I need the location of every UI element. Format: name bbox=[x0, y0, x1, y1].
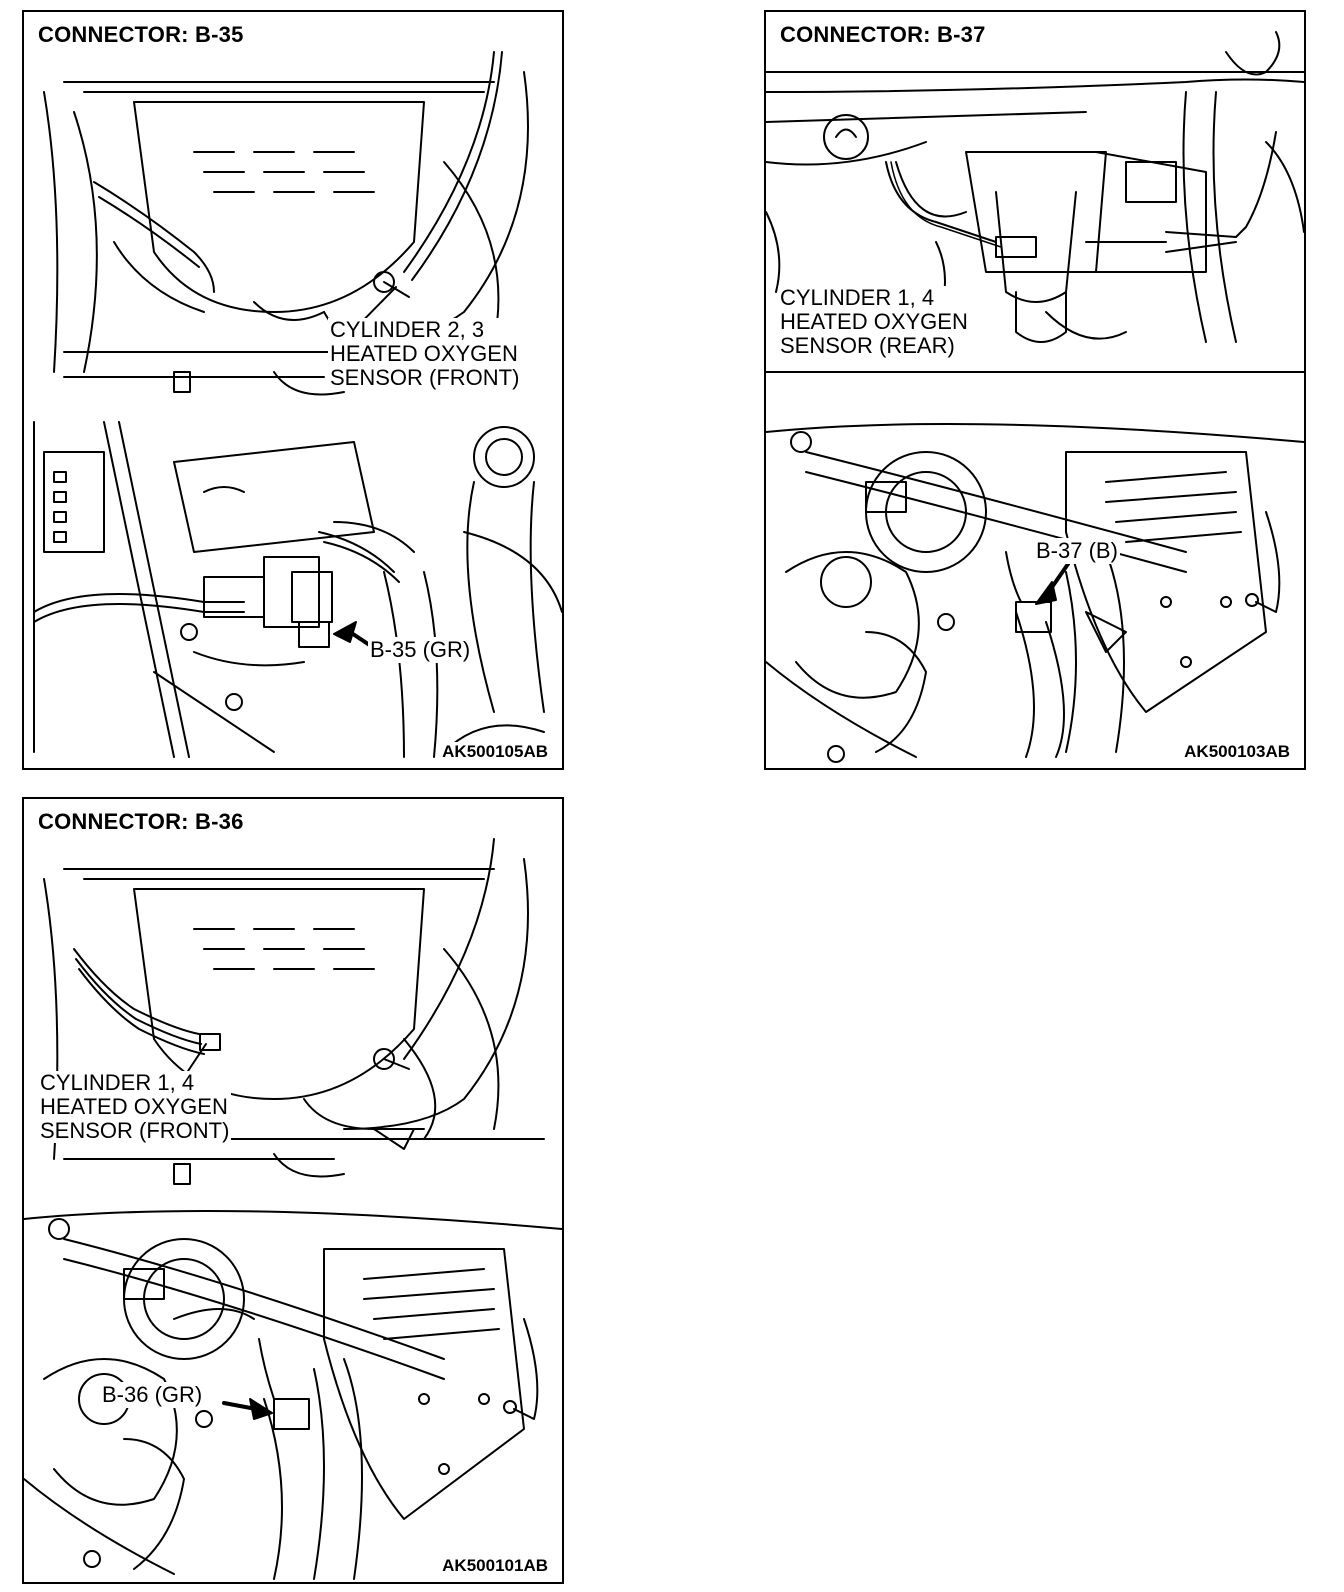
b35-sensor-label: CYLINDER 2, 3 HEATED OXYGEN SENSOR (FRON… bbox=[328, 317, 522, 390]
b37-figure-code: AK500103AB bbox=[1182, 742, 1292, 762]
b37-sensor-line-1: CYLINDER 1, 4 bbox=[780, 285, 935, 310]
b35-upper-engine-view bbox=[43, 51, 529, 396]
b35-title: CONNECTOR: B-35 bbox=[36, 22, 246, 48]
b36-upper-engine-view bbox=[43, 838, 545, 1185]
b35-lower-engine-view bbox=[33, 421, 562, 758]
b36-engine-illustration bbox=[24, 838, 562, 1580]
b36-lower-engine-view bbox=[24, 1210, 562, 1580]
b35-figure-code: AK500105AB bbox=[440, 742, 550, 762]
b35-sensor-line-2: HEATED OXYGEN bbox=[330, 341, 518, 366]
b36-sensor-label: CYLINDER 1, 4 HEATED OXYGEN SENSOR (FRON… bbox=[38, 1070, 232, 1143]
b36-figure-code: AK500101AB bbox=[440, 1556, 550, 1576]
b36-sensor-line-3: SENSOR (FRONT) bbox=[40, 1118, 230, 1143]
b36-title: CONNECTOR: B-36 bbox=[36, 809, 246, 835]
b35-connector-tag: B-35 (GR) bbox=[368, 637, 473, 663]
connector-b37-panel: CONNECTOR: B-37 CYLINDER 1, 4 HEATED OXY… bbox=[764, 10, 1306, 770]
b37-lower-engine-view bbox=[766, 423, 1304, 763]
b36-sensor-line-2: HEATED OXYGEN bbox=[40, 1094, 228, 1119]
b37-connector-tag: B-37 (B) bbox=[1034, 538, 1120, 564]
b35-sensor-line-1: CYLINDER 2, 3 bbox=[330, 317, 485, 342]
b35-engine-illustration bbox=[33, 51, 562, 758]
b36-connector-tag: B-36 (GR) bbox=[100, 1382, 205, 1408]
connector-b36-panel: CONNECTOR: B-36 CYLINDER 1, 4 HEATED OXY… bbox=[22, 797, 564, 1584]
b37-sensor-line-2: HEATED OXYGEN bbox=[780, 309, 968, 334]
connector-b35-panel: CONNECTOR: B-35 CYLINDER 2, 3 HEATED OXY… bbox=[22, 10, 564, 770]
b37-title: CONNECTOR: B-37 bbox=[778, 22, 988, 48]
b37-sensor-label: CYLINDER 1, 4 HEATED OXYGEN SENSOR (REAR… bbox=[778, 286, 970, 358]
b35-sensor-line-3: SENSOR (FRONT) bbox=[330, 365, 520, 390]
b37-engine-illustration bbox=[766, 31, 1304, 763]
b36-sensor-line-1: CYLINDER 1, 4 bbox=[40, 1070, 195, 1095]
b37-upper-exhaust-view bbox=[766, 31, 1304, 373]
b37-sensor-line-3: SENSOR (REAR) bbox=[780, 333, 955, 358]
